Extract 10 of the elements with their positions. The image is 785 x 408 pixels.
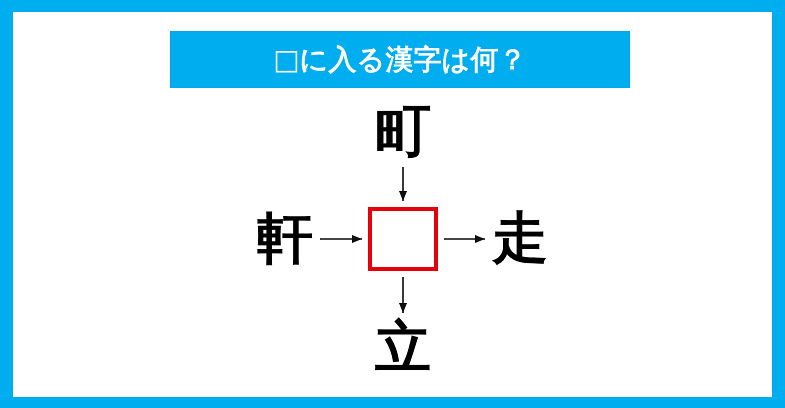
title-banner: □に入る漢字は何？ — [170, 31, 630, 88]
arrow — [399, 167, 407, 201]
arrow — [399, 277, 407, 313]
arrow — [444, 235, 485, 243]
kanji-label: 立 — [374, 319, 432, 377]
arrow — [320, 235, 362, 243]
kanji-label: 町 — [374, 103, 432, 161]
kanji-label: 走 — [491, 210, 549, 268]
kanji-label: 軒 — [256, 210, 314, 268]
answer-box — [368, 207, 438, 271]
